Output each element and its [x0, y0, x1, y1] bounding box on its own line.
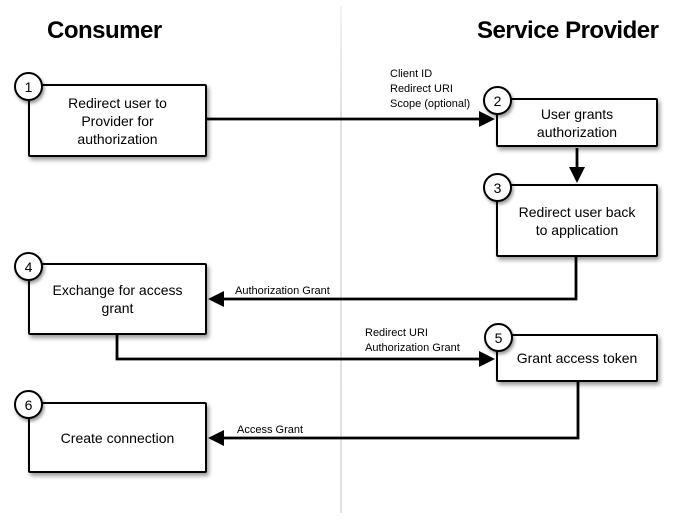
arrow-label-access-grant: Access Grant [237, 423, 303, 438]
step-number-1: 1 [14, 72, 43, 101]
step-number-2: 2 [483, 86, 512, 115]
step-text-line: Redirect user to [68, 94, 167, 111]
step-box-redirect-user-back: Redirect user back to application [496, 184, 658, 257]
arrow-label-line: Authorization Grant [235, 285, 330, 297]
step-text-line: to application [535, 221, 619, 238]
arrow-label-client-id-scope: Client ID Redirect URI Scope (optional) [390, 67, 470, 112]
step-text-line: Provider for [81, 112, 154, 129]
arrow-label-redirect-uri-authorization-grant: Redirect URI Authorization Grant [365, 326, 460, 356]
step-number-3: 3 [483, 173, 512, 202]
arrow-label-authorization-grant: Authorization Grant [235, 284, 330, 299]
step-text-line: Exchange for access [52, 282, 183, 298]
step-box-grant-access-token: Grant access token [496, 334, 658, 382]
step-text-line: authorization [536, 123, 618, 140]
arrow-label-line: Authorization Grant [365, 342, 460, 354]
arrow-label-line: Access Grant [237, 424, 304, 436]
step-number-text: 3 [493, 179, 502, 196]
service-provider-heading: Service Provider [477, 17, 659, 44]
step-number-6: 6 [14, 390, 43, 419]
arrow-step1-to-step2 [207, 111, 495, 127]
arrow-step4-to-step5 [115, 335, 495, 367]
step-number-text: 6 [24, 396, 33, 413]
arrow-step2-to-step3 [569, 148, 585, 183]
step-number-text: 2 [493, 92, 502, 109]
step-text-line: authorization [77, 130, 158, 147]
step-text-line: Grant access token [516, 350, 638, 366]
arrow-label-line: Scope (optional) [390, 98, 471, 110]
step-text-line: Create connection [60, 429, 175, 446]
consumer-heading: Consumer [47, 17, 162, 44]
step-number-text: 5 [494, 329, 503, 346]
step-text-line: grant [101, 300, 134, 316]
step-box-user-grants-authorization: User grants authorization [496, 98, 658, 147]
step-number-5: 5 [484, 323, 513, 352]
arrow-step3-to-step4 [208, 257, 578, 307]
arrow-label-line: Redirect URI [390, 83, 453, 95]
step-number-text: 1 [24, 78, 33, 95]
step-box-redirect-user-to-provider: Redirect user to Provider for authorizat… [28, 84, 207, 157]
step-box-exchange-for-access-grant: Exchange for access grant [28, 263, 207, 335]
step-number-text: 4 [24, 258, 33, 275]
arrow-step5-to-step6 [208, 382, 580, 446]
arrow-label-line: Redirect URI [365, 327, 428, 339]
column-divider-line [340, 6, 342, 513]
arrow-label-line: Client ID [390, 68, 433, 80]
step-box-create-connection: Create connection [28, 402, 207, 473]
step-number-4: 4 [14, 252, 43, 281]
step-text-line: Redirect user back [518, 203, 636, 220]
step-text-line: User grants [540, 105, 614, 122]
